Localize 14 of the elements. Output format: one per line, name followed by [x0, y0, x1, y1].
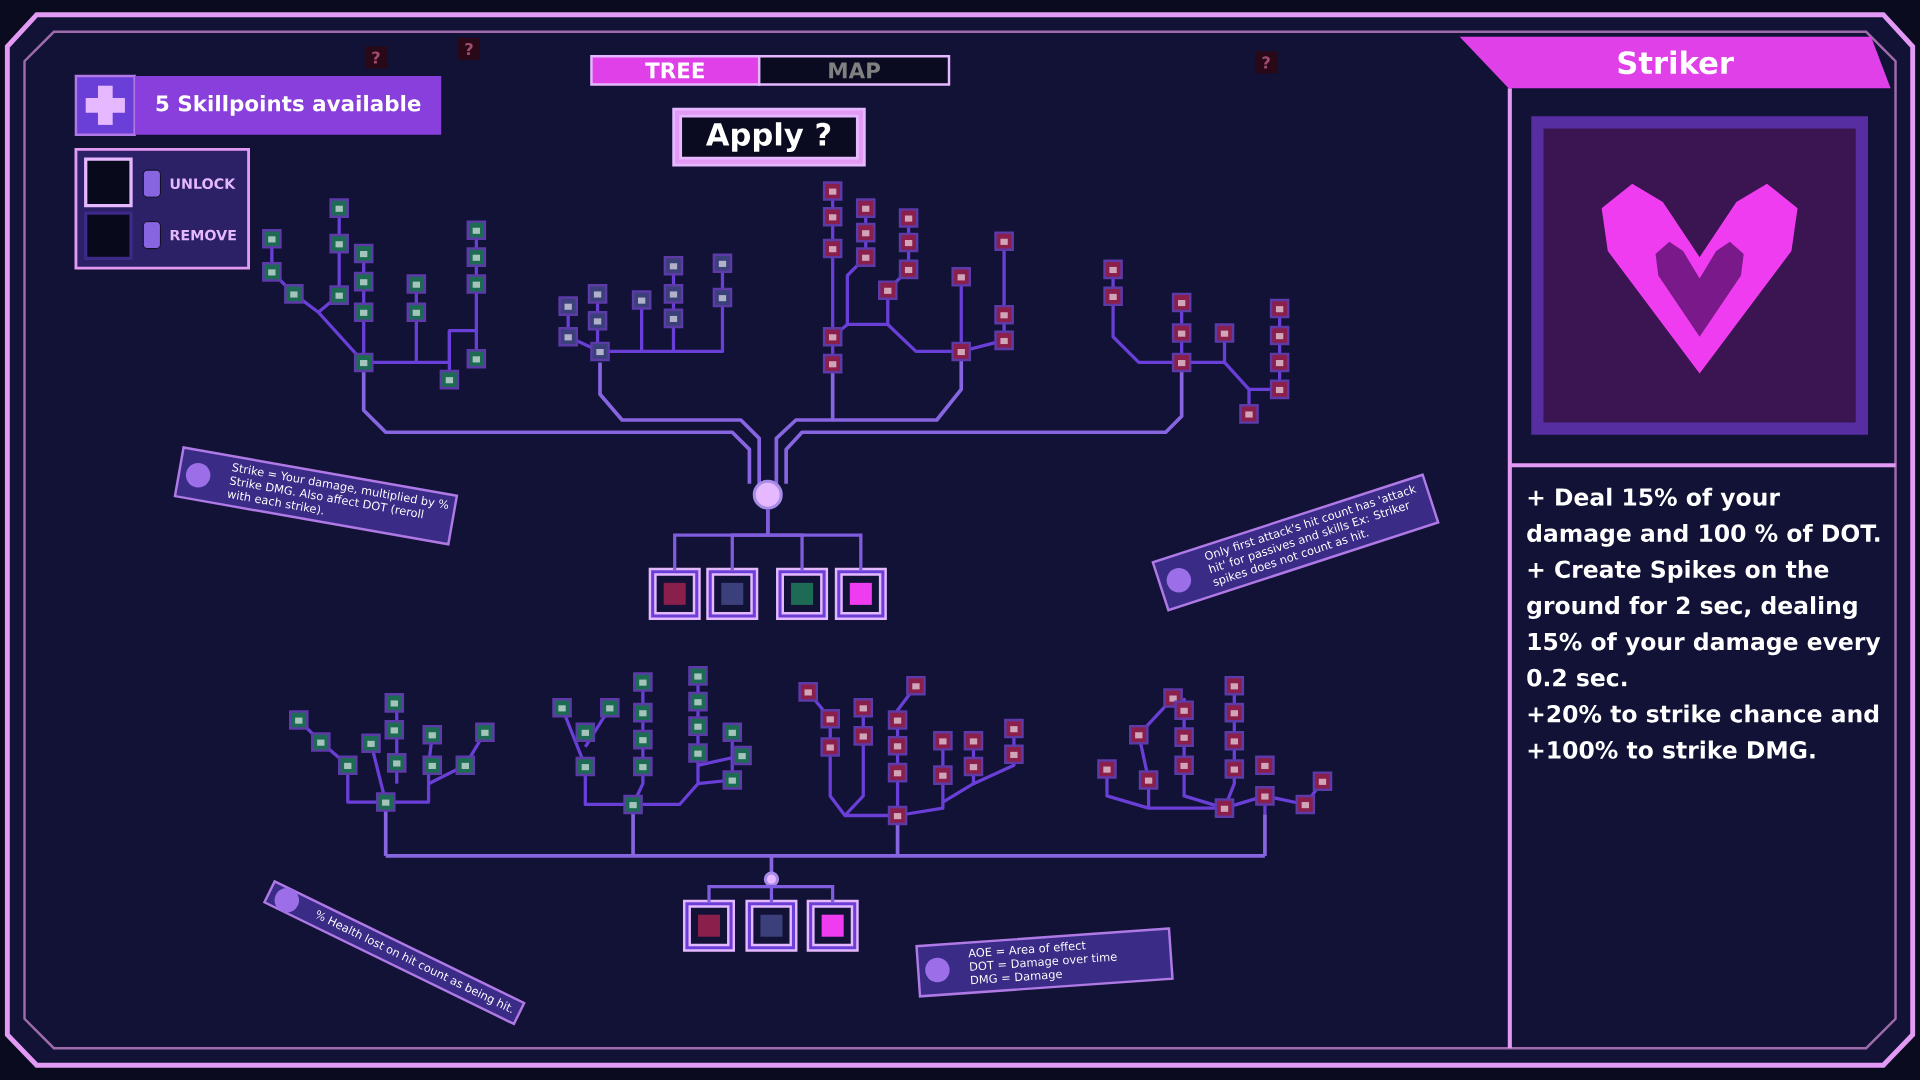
- legend-label: UNLOCK: [170, 178, 236, 190]
- apply-button: Apply ?: [672, 107, 866, 167]
- tab: TREE: [590, 55, 761, 86]
- description-text: + Deal 15% of your damage and 100 % of DOT. + Create Spikes on the ground for 2 sec, dealing 15% of your damage every 0.2 sec. +20% to strike chance and +100% to strike DMG.: [1527, 487, 1881, 759]
- legend-label: REMOVE: [170, 229, 236, 241]
- skillpoints-banner: 5 Skillpoints available: [135, 75, 442, 135]
- connector: [766, 509, 863, 571]
- tooltip-card: Strike = Your damage, multiplied by % Strike DMG. Also affect DOT (reroll with each strike).: [173, 446, 459, 546]
- junction-dot: [752, 479, 783, 510]
- tooltip-card: AOE = Area of effect DOT = Damage over time DMG = Damage: [915, 927, 1174, 998]
- connector: [769, 884, 835, 903]
- title: Striker: [1618, 50, 1734, 75]
- connector: [769, 884, 774, 903]
- tab: MAP: [757, 55, 951, 86]
